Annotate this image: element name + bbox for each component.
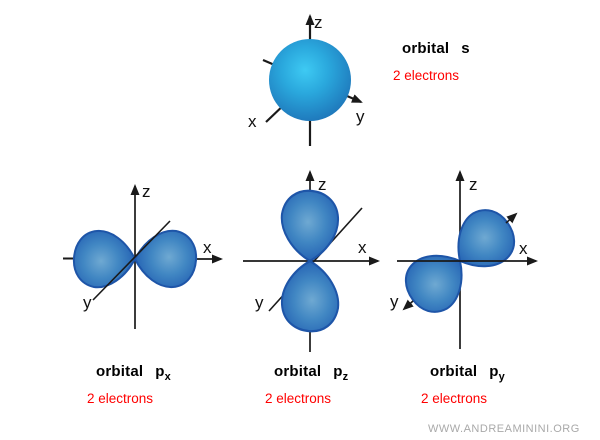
pz-lobe-negative: [280, 259, 340, 333]
s-z-axis-label: z: [314, 13, 323, 32]
s-x-axis-label: x: [248, 112, 257, 131]
orbital-symbol: s: [461, 40, 470, 57]
orbital-symbol: p: [155, 363, 165, 380]
px-orbital-caption: orbital px 2 electrons: [87, 363, 171, 406]
pz-lobe-positive: [280, 189, 340, 263]
px-electron-count: 2 electrons: [87, 391, 154, 406]
orbital-word: orbital: [96, 363, 144, 380]
pz-z-axis-label: z: [318, 175, 327, 194]
s-orbital-sphere: [269, 39, 351, 121]
pz-orbital-caption: orbital pz 2 electrons: [265, 363, 348, 406]
px-orbital-title: orbital px: [87, 363, 171, 386]
orbital-symbol: p: [333, 363, 343, 380]
px-lobe-negative: [72, 229, 136, 289]
py-x-axis-label: x: [519, 239, 528, 258]
py-y-axis-label: y: [390, 292, 399, 311]
watermark: WWW.ANDREAMININI.ORG: [428, 423, 580, 435]
py-y-axis-negative: [402, 299, 414, 311]
pz-orbital-diagram: z x y: [243, 170, 380, 352]
py-orbital-diagram: z x y: [390, 170, 538, 349]
px-lobe-positive: [134, 229, 198, 289]
orbital-subscript: y: [498, 371, 505, 383]
py-orbital-caption: orbital py 2 electrons: [421, 363, 505, 406]
orbital-word: orbital: [274, 363, 322, 380]
px-x-axis-label: x: [203, 238, 212, 257]
py-electron-count: 2 electrons: [421, 391, 488, 406]
px-y-axis-label: y: [83, 293, 92, 312]
s-orbital-diagram: z y x: [248, 13, 365, 146]
orbital-symbol: p: [489, 363, 499, 380]
px-y-axis: [92, 220, 171, 301]
orbital-subscript: x: [164, 371, 171, 383]
s-orbital-caption: orbital s 2 electrons: [393, 40, 470, 83]
pz-electron-count: 2 electrons: [265, 391, 332, 406]
orbital-word: orbital: [430, 363, 478, 380]
pz-x-axis-label: x: [358, 238, 367, 257]
px-orbital-diagram: z x y: [63, 182, 223, 329]
s-orbital-title: orbital s: [393, 40, 470, 63]
orbital-subscript: z: [342, 371, 349, 383]
orbital-word: orbital: [402, 40, 450, 57]
py-orbital-title: orbital py: [421, 363, 505, 386]
pz-y-axis-label: y: [255, 293, 264, 312]
px-z-axis-label: z: [142, 182, 151, 201]
pz-orbital-title: orbital pz: [265, 363, 348, 386]
py-y-axis-positive: [505, 212, 518, 224]
s-electron-count: 2 electrons: [393, 68, 460, 83]
py-z-axis-label: z: [469, 175, 478, 194]
s-y-axis-label: y: [356, 107, 365, 126]
